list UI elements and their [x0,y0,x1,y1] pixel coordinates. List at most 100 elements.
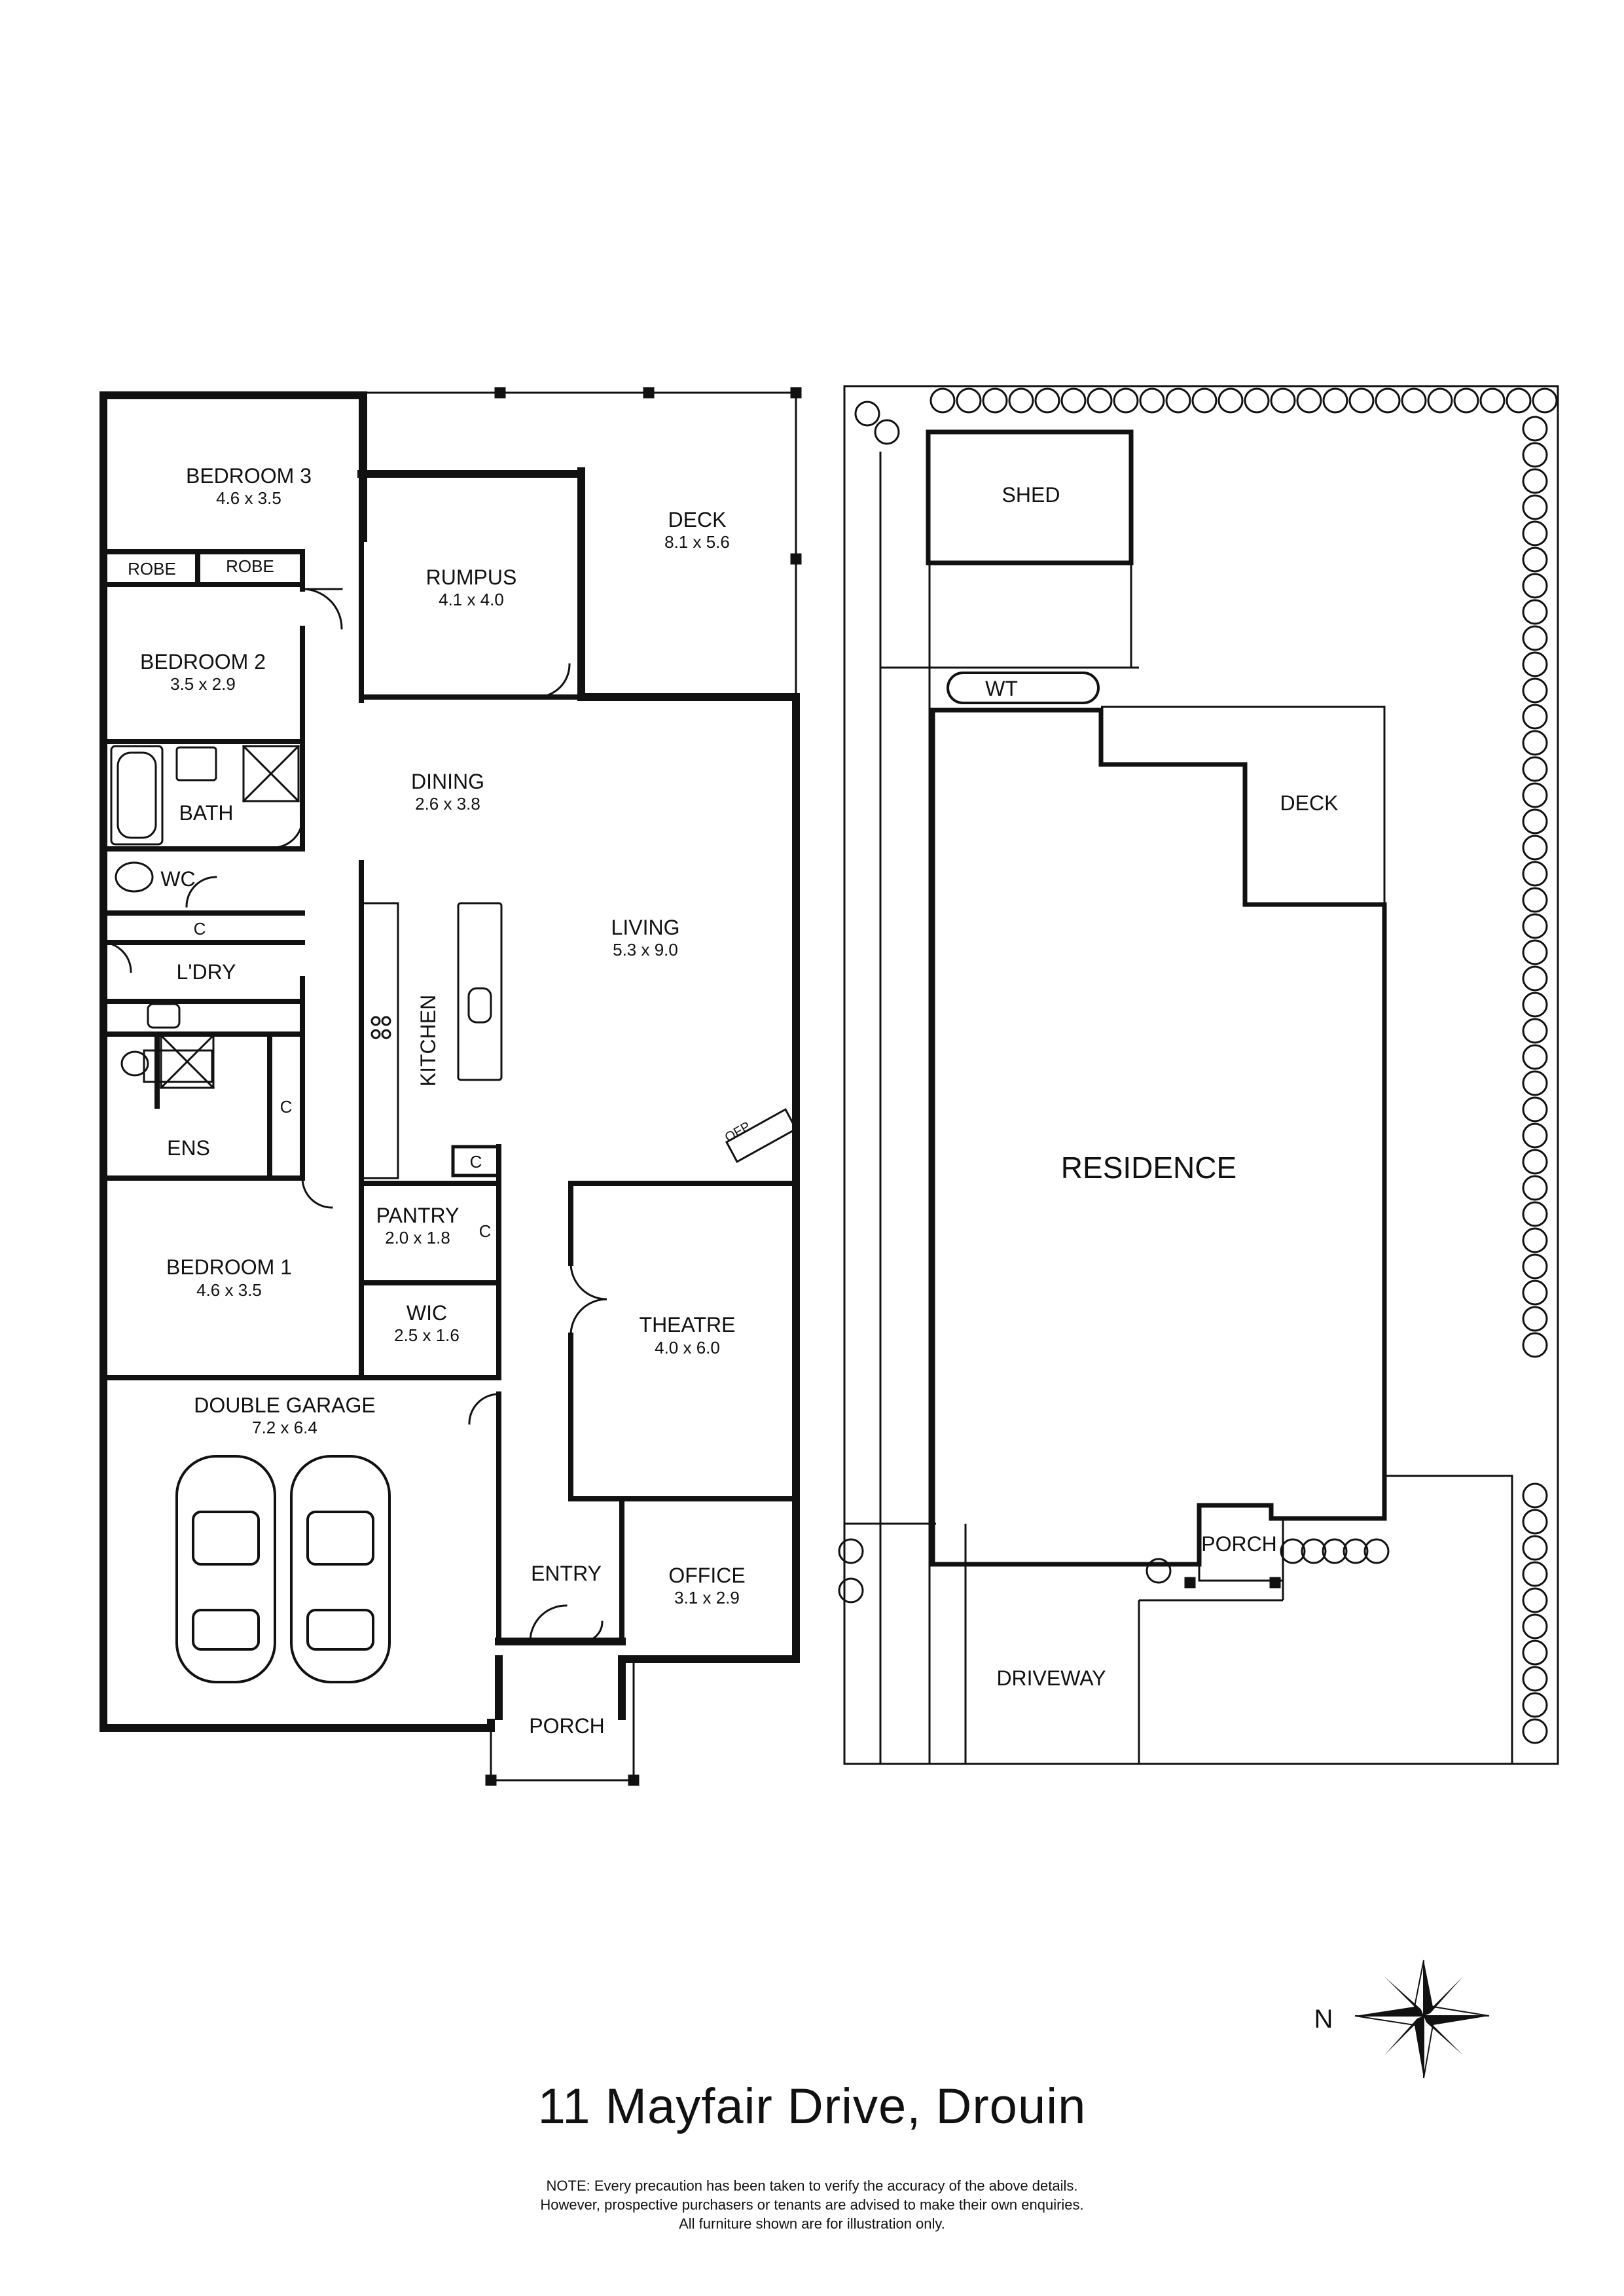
living-dim: 5.3 x 9.0 [613,940,678,960]
site-deck-label: DECK [1280,791,1339,815]
shrub-icon [1522,1666,1548,1692]
shrub-icon [1139,387,1165,414]
site-boundary [843,385,1559,1765]
shrub-icon [1522,913,1548,939]
cupboard-hall-label: C [479,1221,492,1241]
deck-outline [364,387,802,698]
shrub-icon [1301,1538,1327,1564]
bedroom3-dim: 4.6 x 3.5 [216,488,281,508]
double-garage-dim: 7.2 x 6.4 [252,1418,317,1437]
shrub-icon [1322,387,1348,414]
robe-a-label: ROBE [128,559,176,579]
site-porch-post-left [1184,1577,1196,1588]
shrub-icon [838,1538,864,1564]
shrub-icon [1522,1535,1548,1561]
shrub-icon [1146,1558,1172,1584]
bedroom3-label: BEDROOM 3 [186,464,312,488]
site-residence-label: RESIDENCE [1061,1151,1236,1185]
dining-label: DINING [411,770,484,793]
shrub-icon [1522,677,1548,704]
interior-walls [101,393,799,1644]
shrub-icon [1244,387,1270,414]
shrub-icon [854,401,880,427]
shrub-icon [1453,387,1479,414]
shrub-icon [1401,387,1427,414]
shrub-icon [874,419,900,445]
shrub-icon [1522,547,1548,573]
shrub-icon [1522,861,1548,887]
doors [102,588,607,1643]
shrub-icon [1522,1070,1548,1096]
shrub-icon [1522,520,1548,547]
shrub-icon [1060,387,1087,414]
ensuite-label: ENS [167,1136,210,1160]
disclaimer-line-3: All furniture shown are for illustration… [679,2215,945,2232]
shrub-icon [1522,965,1548,992]
shrub-icon [1270,387,1296,414]
disclaimer-line-1: NOTE: Every precaution has been taken to… [546,2178,1078,2194]
shrub-icon [1522,1044,1548,1070]
shrub-icon [1522,1718,1548,1744]
ofp-label: OFP [723,1119,753,1145]
shrub-icon [1532,387,1558,414]
shrub-icon [956,387,982,414]
shrub-icon [1522,1227,1548,1253]
shrub-icon [1522,625,1548,651]
shrub-icon [1522,1018,1548,1044]
shrub-icon [1522,1587,1548,1613]
bedroom1-label: BEDROOM 1 [166,1255,292,1279]
bathroom-fixtures [110,744,300,1090]
shrub-icon [1034,387,1060,414]
shrub-icon [1165,387,1191,414]
cupboard-kitchen-label: C [470,1152,482,1172]
shrub-icon [1522,730,1548,756]
water-tank-outline [947,672,1100,704]
shrub-icon [1296,387,1322,414]
floor-plan-labels: BEDROOM 3 4.6 x 3.5 ROBE ROBE BEDROOM 2 … [128,464,753,1738]
robe-b-label: ROBE [226,556,274,576]
shrub-icon [1522,1253,1548,1280]
bedroom2-dim: 3.5 x 2.9 [170,674,236,694]
site-porch-label: PORCH [1201,1532,1277,1556]
wc-label: WC [160,867,195,891]
site-plan [838,385,1559,1765]
office-label: OFFICE [668,1564,745,1587]
shrub-icon [1522,1122,1548,1149]
car-left-icon [175,1455,276,1683]
shrub-icon [1522,416,1548,442]
disclaimer-line-2: However, prospective purchasers or tenan… [540,2197,1084,2213]
shrub-icon [929,387,956,414]
shrub-icon [1522,1482,1548,1509]
shrub-icon [1522,1332,1548,1358]
double-garage-label: DOUBLE GARAGE [194,1393,375,1417]
car-right-icon [290,1455,391,1683]
site-shed-label: SHED [1002,483,1060,507]
bath-label: BATH [179,801,234,825]
shrub-icon [1522,1509,1548,1535]
laundry-label: L'DRY [177,960,236,984]
shrub-icon [1522,992,1548,1018]
shrub-icon [1363,1538,1390,1564]
shed-outline [926,429,1134,565]
site-wt-label: WT [985,677,1018,700]
floor-plan [99,387,802,1786]
shrub-icon [1522,1306,1548,1332]
shrub-icon [1427,387,1453,414]
site-porch-outline [1198,1518,1284,1582]
shrub-icon [1191,387,1218,414]
theatre-dim: 4.0 x 6.0 [655,1338,720,1357]
shrub-icon [1522,808,1548,834]
porch-label: PORCH [529,1714,605,1738]
shrub-icon [1218,387,1244,414]
shrub-icon [1522,1280,1548,1306]
shrub-icon [1522,834,1548,861]
site-driveway-label: DRIVEWAY [996,1666,1106,1690]
kitchen-label: KITCHEN [416,995,440,1086]
shrub-icon [1087,387,1113,414]
hedge-shrubs [838,387,1558,1744]
shrub-icon [1522,1613,1548,1640]
shrub-icon [1113,387,1139,414]
shrub-icon [1008,387,1034,414]
windows [99,424,800,1732]
